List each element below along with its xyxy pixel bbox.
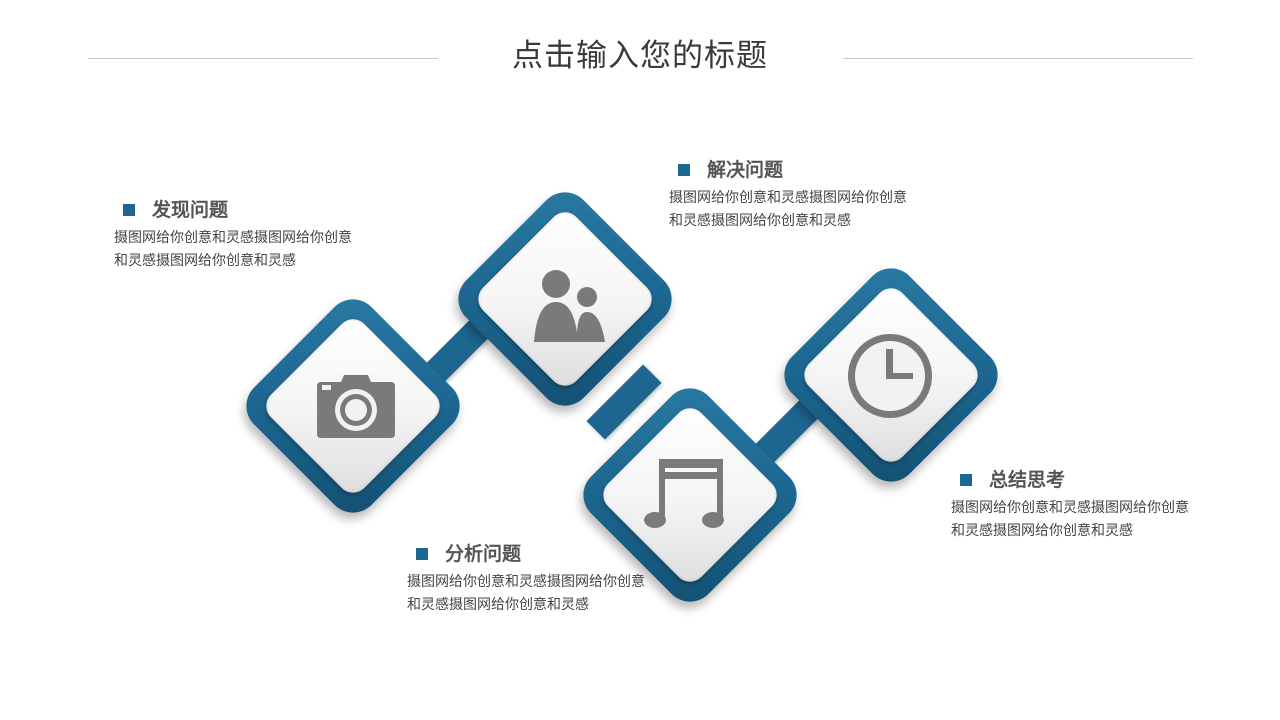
clock-icon	[848, 334, 932, 418]
step-description[interactable]: 摄图网给你创意和灵感摄图网给你创意和灵感摄图网给你创意和灵感	[669, 190, 907, 229]
page-title[interactable]: 点击输入您的标题	[512, 38, 768, 74]
step-heading[interactable]: 分析问题	[407, 541, 657, 567]
title-rule-left	[88, 58, 438, 59]
step-heading-text: 发现问题	[152, 199, 229, 221]
step-description[interactable]: 摄图网给你创意和灵感摄图网给你创意和灵感摄图网给你创意和灵感	[407, 574, 645, 613]
step-heading-text: 解决问题	[707, 159, 784, 181]
step-summarize: 总结思考 摄图网给你创意和灵感摄图网给你创意和灵感摄图网给你创意和灵感	[951, 467, 1201, 543]
people-icon	[534, 270, 605, 342]
camera-icon	[317, 375, 395, 438]
step-heading[interactable]: 总结思考	[951, 467, 1201, 493]
title-rule-right	[843, 58, 1193, 59]
step-solve: 解决问题 摄图网给你创意和灵感摄图网给你创意和灵感摄图网给你创意和灵感	[669, 157, 919, 233]
step-heading[interactable]: 发现问题	[114, 197, 364, 223]
bullet-square-icon	[960, 474, 972, 486]
step-discover: 发现问题 摄图网给你创意和灵感摄图网给你创意和灵感摄图网给你创意和灵感	[114, 197, 364, 273]
bullet-square-icon	[123, 204, 135, 216]
step-heading-text: 总结思考	[989, 469, 1066, 491]
music-note-icon	[644, 459, 724, 528]
step-heading-text: 分析问题	[445, 543, 522, 565]
bullet-square-icon	[416, 548, 428, 560]
bullet-square-icon	[678, 164, 690, 176]
step-heading[interactable]: 解决问题	[669, 157, 919, 183]
step-description[interactable]: 摄图网给你创意和灵感摄图网给你创意和灵感摄图网给你创意和灵感	[114, 230, 352, 269]
step-analyze: 分析问题 摄图网给你创意和灵感摄图网给你创意和灵感摄图网给你创意和灵感	[407, 541, 657, 617]
step-description[interactable]: 摄图网给你创意和灵感摄图网给你创意和灵感摄图网给你创意和灵感	[951, 500, 1189, 539]
